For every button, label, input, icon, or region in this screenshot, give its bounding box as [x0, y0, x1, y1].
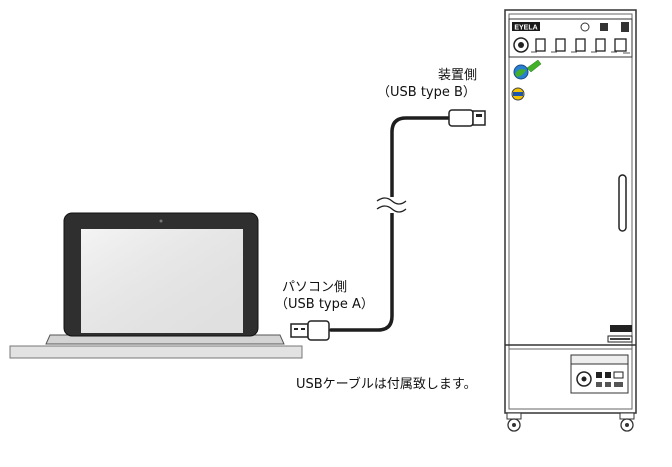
door-handle [618, 174, 627, 232]
usb-cable-icon [329, 116, 451, 332]
cable-included-note: USBケーブルは付属致します。 [296, 377, 477, 392]
nameplate [607, 325, 633, 343]
brand-label: EYELA [514, 25, 537, 32]
device-connector-label: （USB type B） [377, 85, 476, 100]
brand-badge [512, 22, 540, 31]
pc-side-label: パソコン側 [282, 280, 348, 295]
cable-break-icon [376, 197, 408, 213]
desk-shelf [9, 345, 303, 359]
lower-control-panel [570, 354, 629, 394]
usb-b-plug-icon [448, 109, 486, 127]
laptop-icon [9, 212, 303, 359]
certification-round-sticker [511, 87, 525, 101]
caster-wheels [506, 412, 635, 432]
incubator-cabinet-icon: EYELA [504, 9, 637, 432]
device-side-label: 装置側 [438, 68, 478, 83]
usb-a-plug-icon [290, 320, 330, 341]
pc-connector-label: （USB type A） [275, 297, 374, 312]
certification-globe-sticker [513, 59, 542, 80]
